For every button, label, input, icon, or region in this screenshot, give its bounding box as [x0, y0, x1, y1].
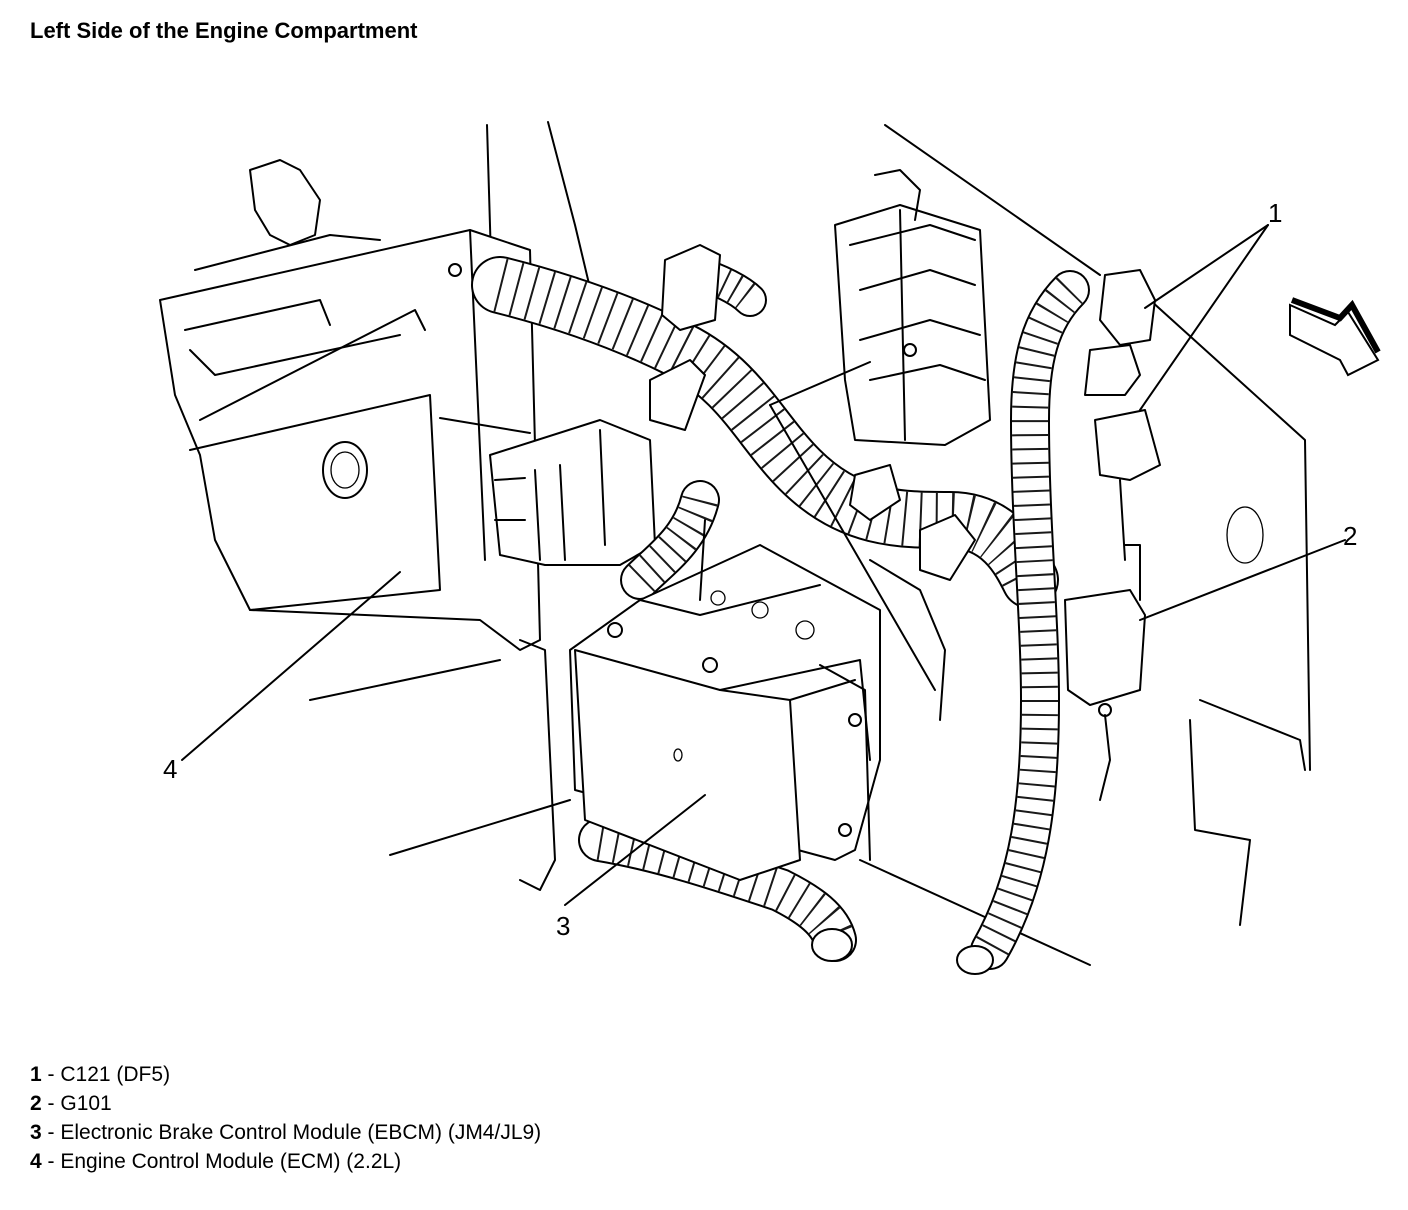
ecm-module: [159, 159, 541, 651]
ebcm-module: [519, 544, 946, 891]
legend-separator: -: [41, 1092, 61, 1115]
legend-number: 4: [30, 1150, 42, 1173]
legend-text: Electronic Brake Control Module (EBCM) (…: [60, 1121, 542, 1144]
callout-4: 4: [163, 754, 177, 784]
engine-compartment-drawing: 1 2 3 4: [159, 121, 1381, 975]
forward-direction-arrow-icon: [1289, 297, 1381, 377]
legend-text: C121 (DF5): [60, 1063, 171, 1086]
harness-connectors: [649, 244, 976, 581]
ecm-connector: [489, 419, 656, 566]
c121-connector: [1084, 269, 1161, 561]
callout-3: 3: [556, 911, 570, 941]
legend: 1 - C121 (DF5) 2 - G101 3 - Electronic B…: [30, 1060, 541, 1176]
g101-ground: [1064, 544, 1146, 801]
wiring-harness: [471, 253, 1090, 975]
legend-text: Engine Control Module (ECM) (2.2L): [60, 1150, 402, 1173]
diagram-title: Left Side of the Engine Compartment: [30, 18, 418, 43]
fuse-block: [834, 169, 991, 446]
legend-item-2: 2 - G101: [30, 1089, 541, 1118]
legend-item-3: 3 - Electronic Brake Control Module (EBC…: [30, 1118, 541, 1147]
legend-item-4: 4 - Engine Control Module (ECM) (2.2L): [30, 1147, 541, 1176]
legend-number: 2: [30, 1092, 42, 1115]
leader-lines: [181, 224, 1346, 906]
legend-number: 3: [30, 1121, 42, 1144]
legend-separator: -: [41, 1063, 61, 1086]
callout-2: 2: [1343, 521, 1357, 551]
structure-lines: [309, 121, 1311, 966]
legend-number: 1: [30, 1063, 42, 1086]
callout-1: 1: [1268, 198, 1282, 228]
legend-text: G101: [60, 1092, 112, 1115]
legend-separator: -: [41, 1150, 61, 1173]
legend-separator: -: [41, 1121, 61, 1144]
legend-item-1: 1 - C121 (DF5): [30, 1060, 541, 1089]
